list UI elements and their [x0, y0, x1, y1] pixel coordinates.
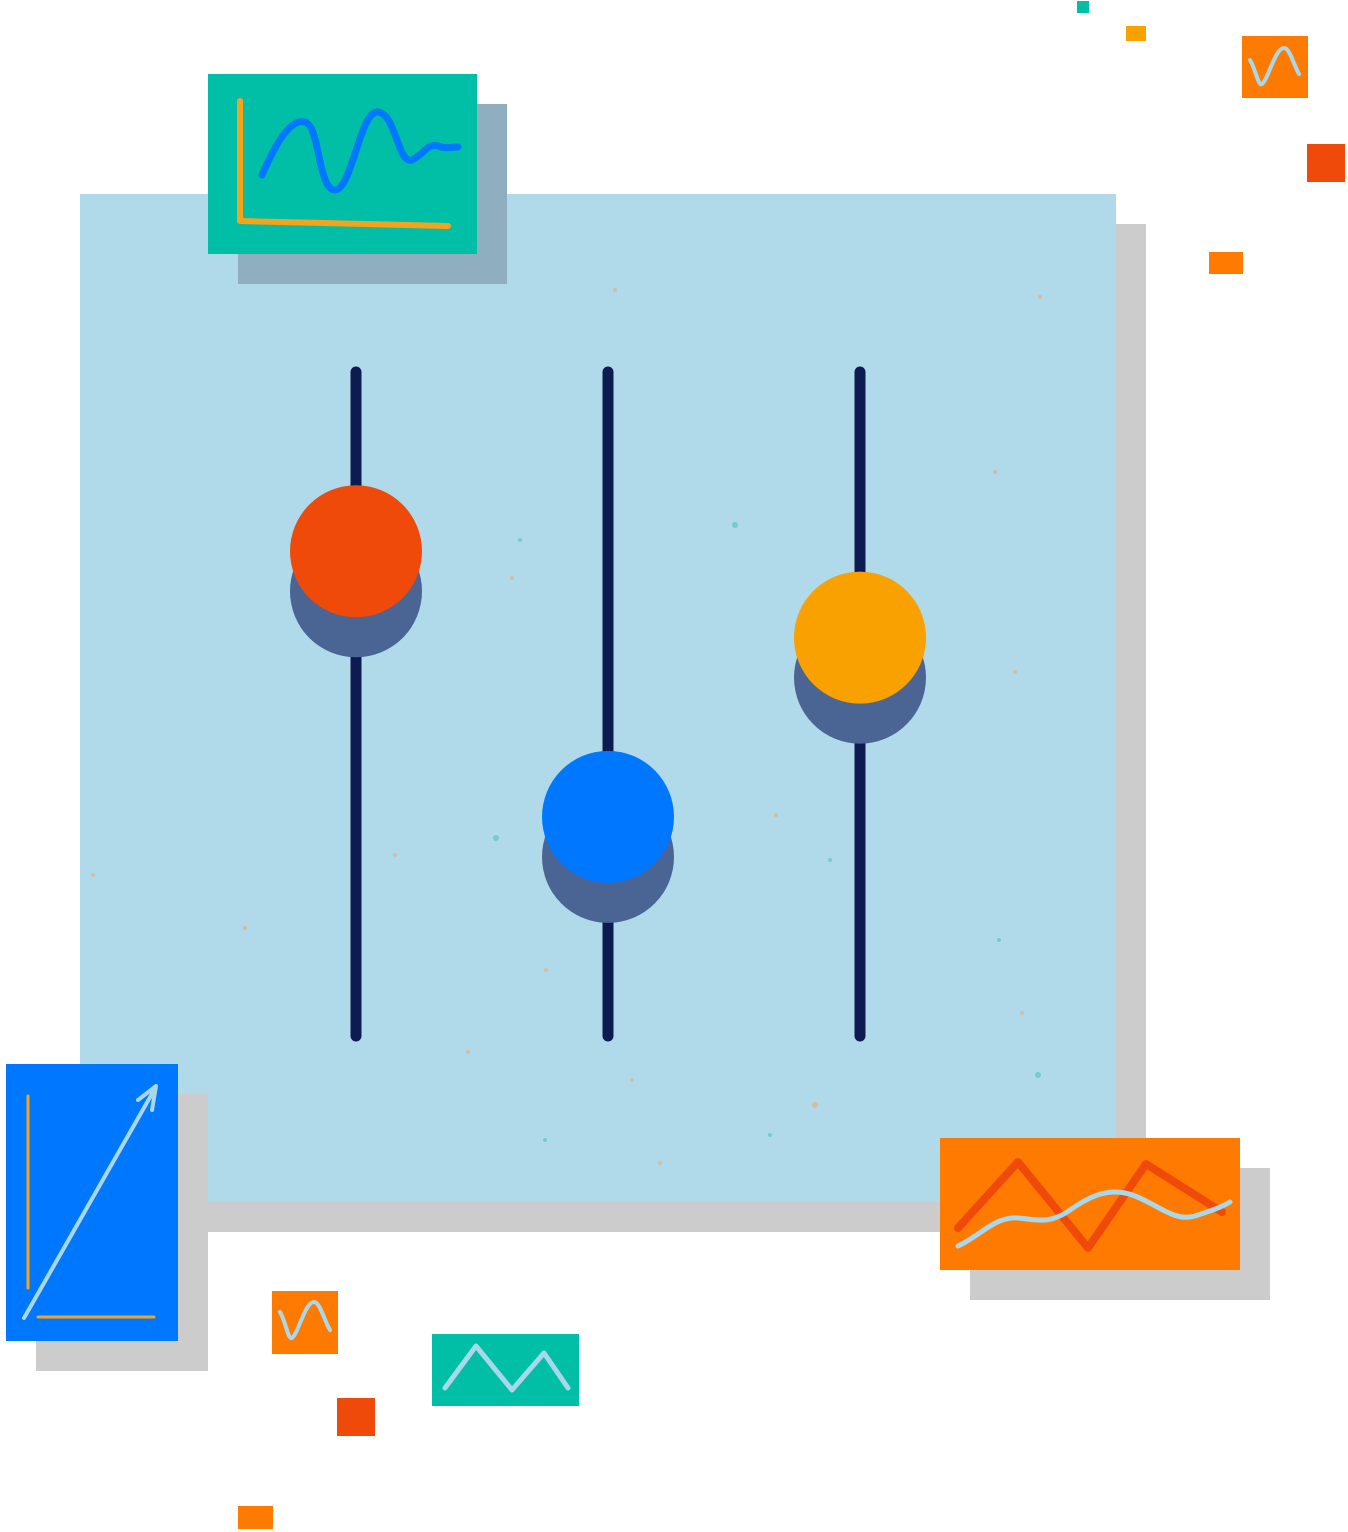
trend-chart-card [6, 1064, 208, 1371]
panel-surface [80, 194, 1116, 1202]
line-chart-card [940, 1138, 1270, 1300]
confetti-square-icon [1077, 1, 1089, 13]
confetti-squares [238, 1, 1345, 1529]
wave-chart-axes [237, 98, 451, 229]
confetti-square-icon [238, 1506, 273, 1529]
slider-left[interactable] [290, 366, 422, 1042]
line-chart-red-line [954, 1158, 1226, 1252]
slider-left-knob[interactable] [290, 485, 422, 618]
small-wave-tile-top [1242, 36, 1308, 98]
confetti-square-icon [337, 1398, 375, 1436]
slider-right[interactable] [794, 366, 926, 1042]
equalizer-panel [80, 194, 1146, 1232]
small-wave-tile-bottom [272, 1291, 338, 1354]
trend-arrow-line [22, 1090, 155, 1320]
wave-chart-line [258, 108, 462, 194]
line-chart-light-line [955, 1189, 1233, 1249]
slider-middle[interactable] [542, 366, 674, 1042]
wave-chart-card [208, 74, 507, 284]
slider-right-knob[interactable] [794, 571, 926, 704]
confetti-square-icon [1209, 252, 1243, 274]
confetti-square-icon [1307, 144, 1345, 182]
zigzag-tile [432, 1334, 579, 1406]
trend-chart-axes [26, 1094, 156, 1319]
trend-arrow-head-icon [136, 1084, 158, 1112]
confetti-square-icon [1126, 26, 1146, 41]
slider-middle-knob[interactable] [542, 750, 674, 883]
sliders-group [290, 366, 926, 1042]
